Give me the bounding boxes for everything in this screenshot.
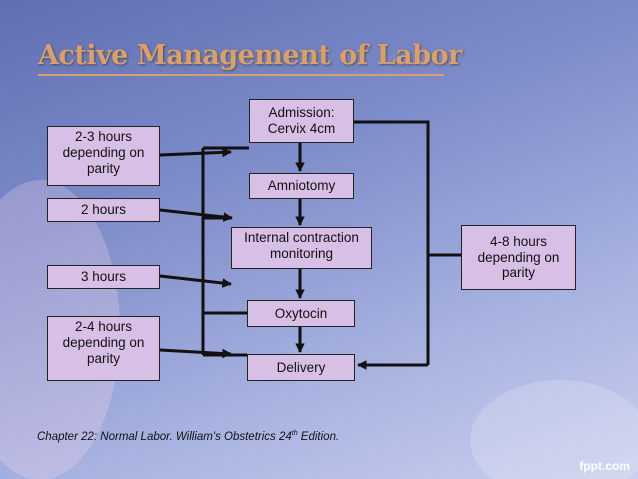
time-box-2: 2 hours — [47, 198, 160, 222]
admission-box: Admission: Cervix 4cm — [249, 99, 354, 143]
total-time-box: 4-8 hours depending on parity — [461, 225, 576, 290]
title-underline — [38, 74, 444, 76]
amniotomy-box: Amniotomy — [249, 173, 354, 199]
time-box-3-label: 3 hours — [80, 269, 127, 285]
amniotomy-label: Amniotomy — [267, 178, 336, 194]
slide-title: Active Management of Labor — [38, 40, 462, 71]
time-box-4-label: 2-4 hours depending on parity — [62, 319, 145, 366]
admission-label: Admission: Cervix 4cm — [267, 105, 336, 136]
oxytocin-box: Oxytocin — [247, 300, 355, 327]
delivery-box: Delivery — [247, 354, 355, 381]
monitoring-box: Internal contraction monitoring — [231, 227, 372, 269]
delivery-label: Delivery — [276, 359, 326, 375]
branding-watermark: fppt.com — [579, 459, 630, 473]
citation-superscript: th — [291, 430, 298, 437]
total-time-label: 4-8 hours depending on parity — [477, 233, 560, 281]
monitoring-label: Internal contraction monitoring — [244, 230, 359, 261]
time-box-1: 2-3 hours depending on parity — [47, 126, 160, 186]
time-box-1-label: 2-3 hours depending on parity — [62, 129, 145, 176]
time-box-3: 3 hours — [47, 265, 160, 289]
decorative-glow — [470, 380, 638, 479]
time-box-2-label: 2 hours — [80, 202, 127, 218]
citation: Chapter 22: Normal Labor. William's Obst… — [37, 430, 339, 443]
time-box-4: 2-4 hours depending on parity — [47, 316, 160, 381]
oxytocin-label: Oxytocin — [274, 305, 328, 321]
citation-suffix: Edition. — [297, 430, 340, 443]
citation-text: Chapter 22: Normal Labor. William's Obst… — [37, 430, 292, 443]
